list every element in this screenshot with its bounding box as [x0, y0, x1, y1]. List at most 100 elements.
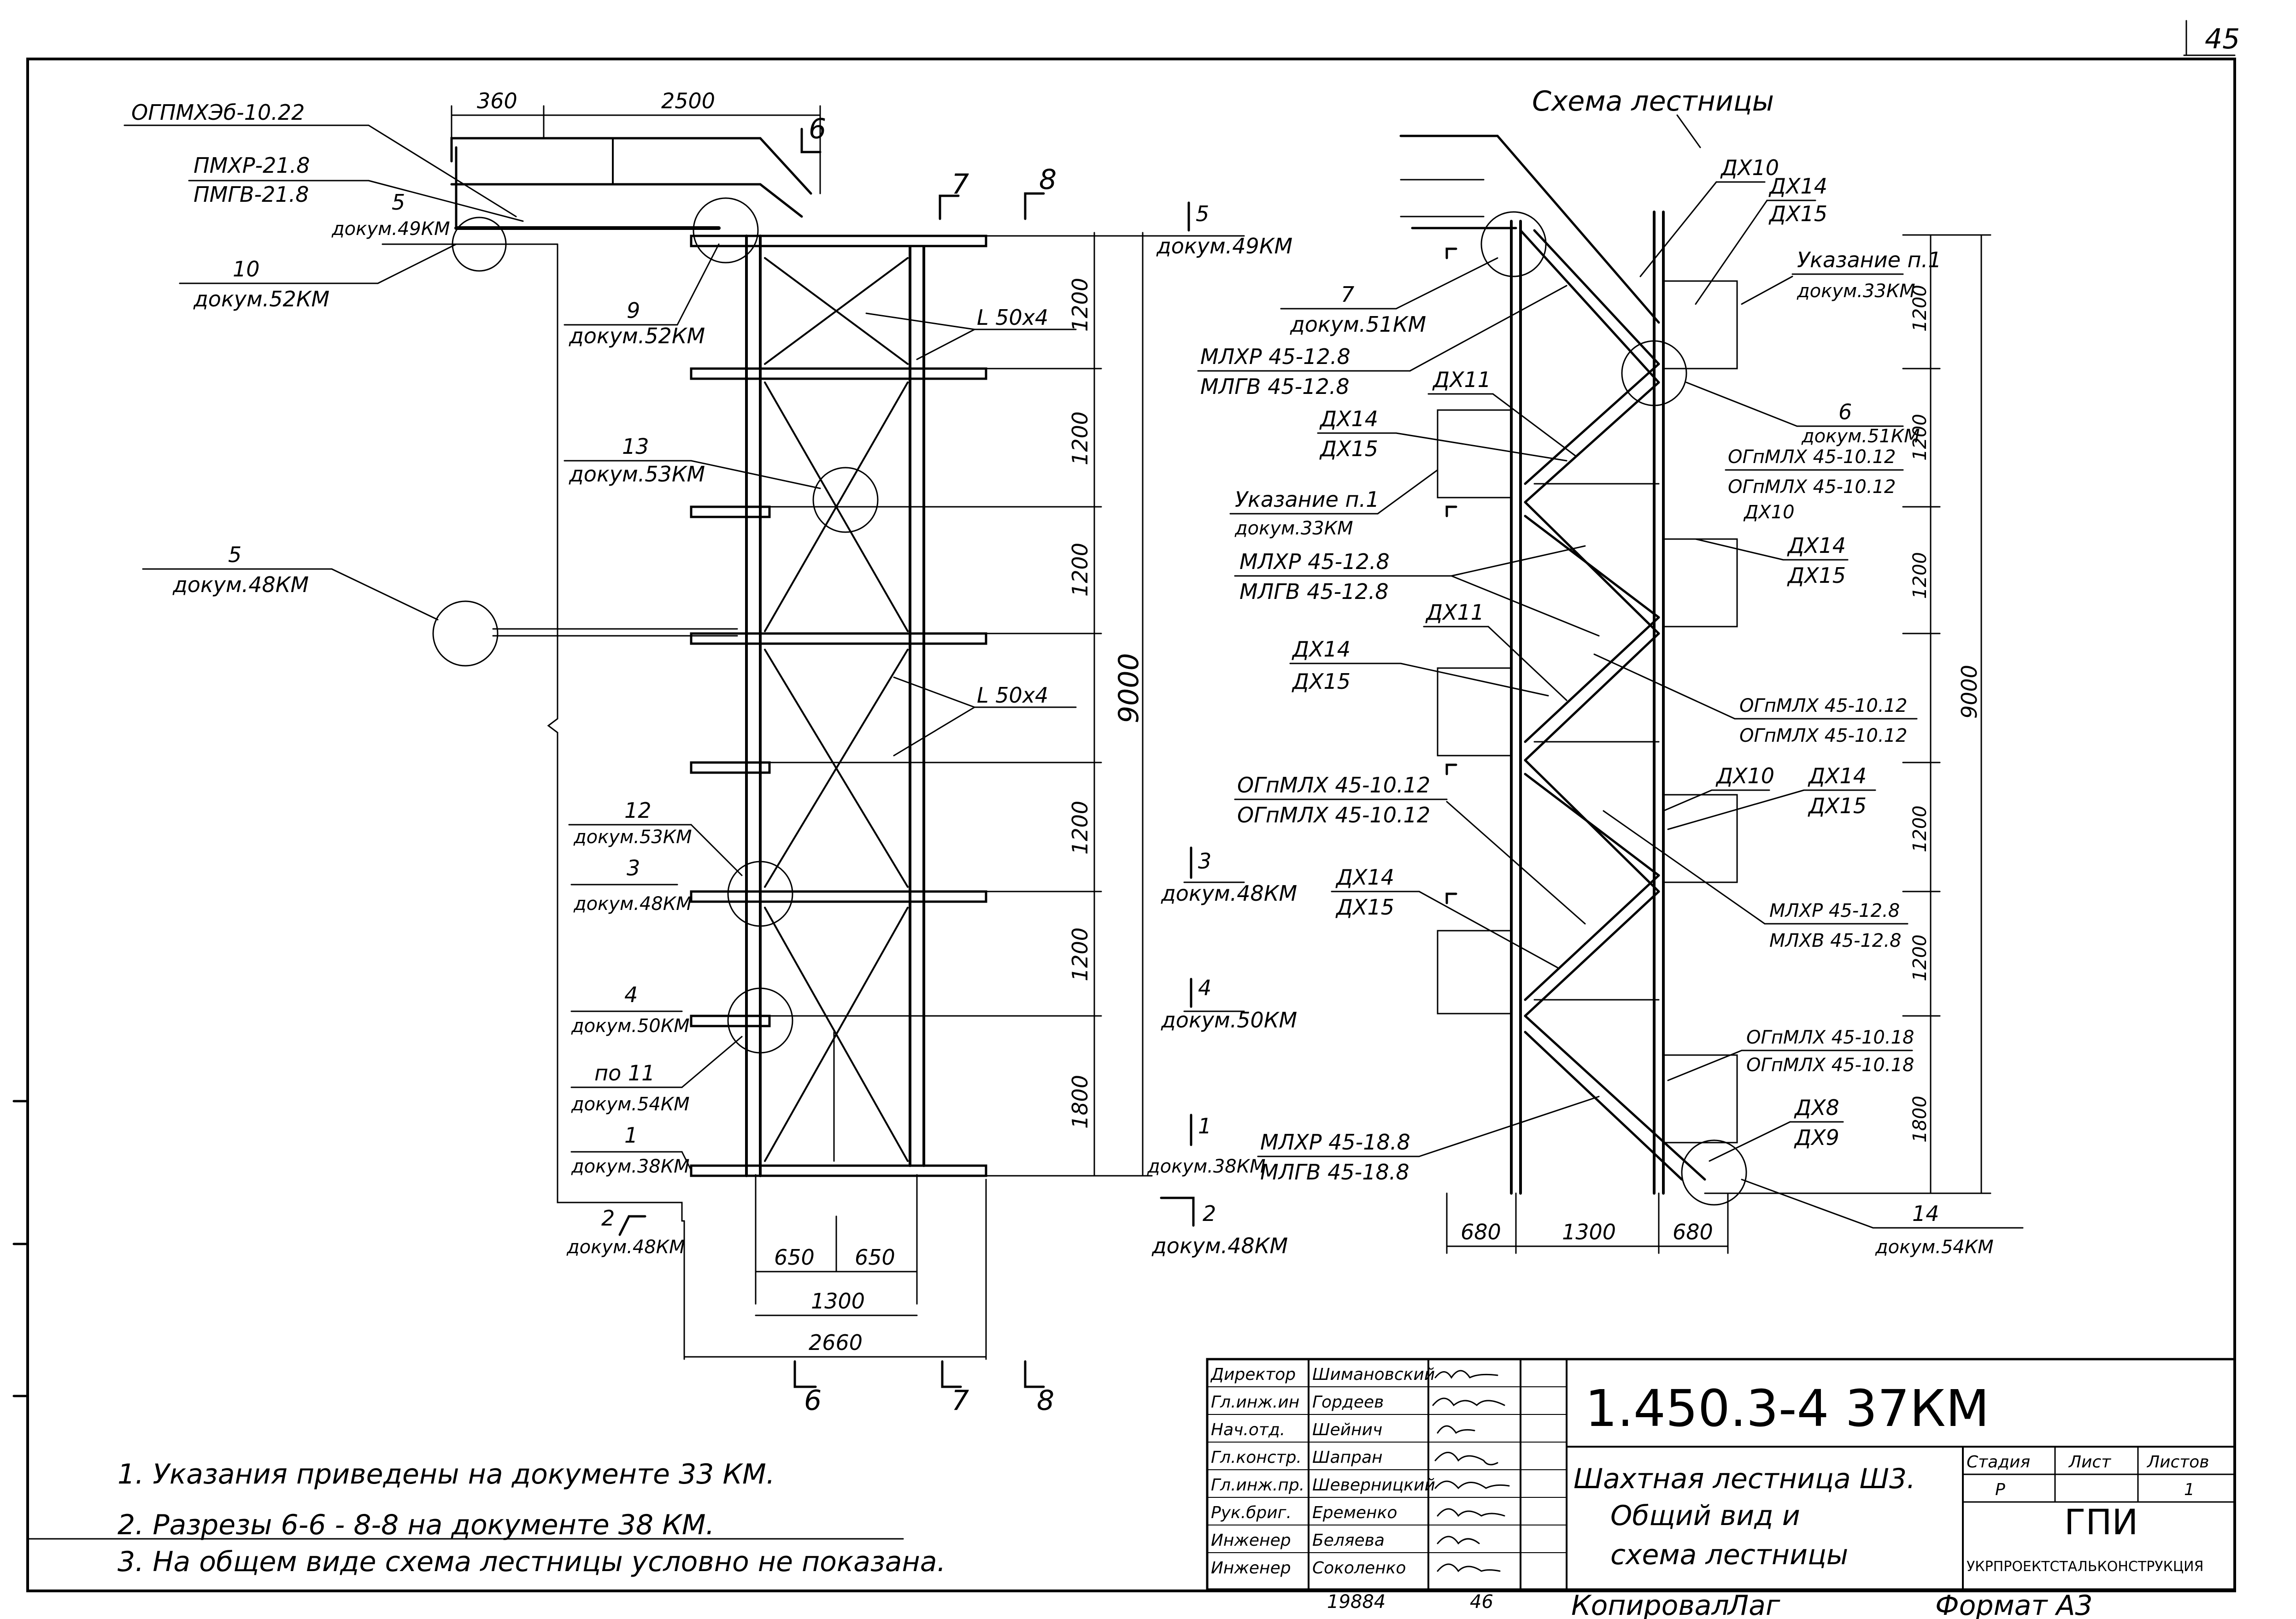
s-callout-6-a: 6 — [1838, 399, 1852, 424]
s-callout-dx14-r1-a: ДХ14 — [1768, 174, 1827, 199]
s-callout-dx14-1-a: ДХ14 — [1319, 406, 1378, 431]
s-callout-dx11-2: ДХ11 — [1425, 600, 1484, 625]
stage-value: Р — [1995, 1480, 2005, 1499]
s-callout-ukaz2-a: Указание п.1 — [1797, 247, 1942, 272]
inv-number: 19884 — [1327, 1591, 1386, 1613]
callout-13-a: 13 — [622, 434, 649, 459]
top-dimensions: 360 2500 — [451, 88, 821, 194]
sheets-header: Листов — [2146, 1453, 2209, 1472]
tb-name-2: Шейнич — [1312, 1420, 1382, 1439]
schema-callouts-right: ДХ10 ДХ14 ДХ15 Указание п.1 докум.33КМ 6… — [1593, 155, 2024, 1258]
bottom-dimensions: 650 650 1300 2660 — [681, 1174, 987, 1360]
note-1: 1. Указания приведены на документе 33 КМ… — [117, 1458, 775, 1490]
vdim-1: 1200 — [1068, 278, 1092, 332]
s-callout-dx14-r1-b: ДХ15 — [1768, 201, 1827, 226]
detail-circles — [432, 197, 879, 1054]
dim-top-360: 360 — [477, 88, 517, 113]
s-vdim-3: 1200 — [1909, 552, 1931, 599]
tb-role-3: Гл.констр. — [1211, 1448, 1302, 1467]
ref-2-b: докум.48КМ — [1151, 1233, 1288, 1258]
callout-9-a: 9 — [627, 298, 640, 323]
tb-name-7: Соколенко — [1312, 1559, 1406, 1578]
callout-5-a: 5 — [392, 190, 405, 215]
tb-role-6: Инженер — [1211, 1531, 1291, 1550]
tb-role-7: Инженер — [1211, 1559, 1291, 1578]
document-code: 1.450.3-4 37КМ — [1585, 1379, 1989, 1438]
sheets-value: 1 — [2184, 1480, 2195, 1499]
s-vdim-1: 1200 — [1909, 285, 1931, 332]
s-vdim-total: 9000 — [1957, 665, 1982, 719]
bdim-650-right: 650 — [855, 1245, 895, 1270]
s-callout-ogp3-b: ОГпМЛХ 45-10.12 — [1739, 725, 1907, 746]
s-vdim-4: 1200 — [1909, 805, 1931, 852]
ref-5-a: 5 — [1196, 201, 1209, 226]
s-callout-mlxr1-b: МЛГВ 45-12.8 — [1200, 374, 1350, 399]
s-callout-mlxr4-a: МЛХР 45-12.8 — [1769, 900, 1900, 921]
angle-label-mid: L 50х4 — [977, 683, 1048, 708]
section-6-top: 6 — [809, 113, 826, 145]
main-view: 360 2500 6 7 8 6 7 8 ОГПМХЭб-10.22 ПМХР-… — [123, 88, 1297, 1417]
s-callout-ogp4-a: ОГпМЛХ 45-10.18 — [1746, 1027, 1914, 1048]
callout-12-a: 12 — [624, 798, 652, 823]
s-callout-dx14-r2-a: ДХ14 — [1787, 533, 1846, 558]
s-callout-mlxr3-a: МЛХР 45-18.8 — [1260, 1130, 1410, 1155]
bracing — [764, 257, 909, 1162]
s-callout-6-b: докум.51КМ — [1801, 426, 1920, 447]
callout-1-b: докум.38КМ — [571, 1156, 690, 1177]
title-line-3: схема лестницы — [1610, 1539, 1848, 1571]
s-callout-mlxr1-a: МЛХР 45-12.8 — [1200, 344, 1351, 369]
section-marks: 6 7 8 6 7 8 — [793, 113, 1057, 1417]
ref-1-a: 1 — [1198, 1114, 1211, 1138]
tb-name-3: Шапран — [1312, 1448, 1383, 1467]
sheet-frame: 45 — [26, 20, 2240, 1592]
s-callout-mlxr2-a: МЛХР 45-12.8 — [1239, 549, 1390, 574]
s-callout-dx14-r3-b: ДХ15 — [1808, 793, 1867, 818]
bdim-2660: 2660 — [809, 1330, 863, 1355]
schema-callouts-left: 7 докум.51КМ МЛХР 45-12.8 МЛГВ 45-12.8 Д… — [1197, 257, 1600, 1185]
s-bdim-1300: 1300 — [1562, 1220, 1616, 1244]
bdim-650-left: 650 — [774, 1245, 815, 1270]
s-callout-dx10-3: ДХ10 — [1715, 763, 1774, 788]
s-callout-dx11-1: ДХ11 — [1432, 367, 1491, 392]
copied-sign: Лаг — [1727, 1590, 1780, 1619]
title-line-1: Шахтная лестница Ш3. — [1574, 1463, 1915, 1495]
sheet-header: Лист — [2068, 1453, 2111, 1472]
s-callout-ukaz2-b: докум.33КМ — [1797, 281, 1915, 302]
s-callout-ogp4-b: ОГпМЛХ 45-10.18 — [1746, 1055, 1914, 1076]
s-callout-dx14-2-a: ДХ14 — [1292, 637, 1351, 662]
s-callout-ukaz1-a: Указание п.1 — [1235, 487, 1380, 512]
s-callout-14-b: докум.54КМ — [1875, 1237, 1994, 1258]
s-callout-dx8-a: ДХ8 — [1794, 1095, 1839, 1120]
main-right-refs: 5 докум.49КМ 3 докум.48КМ 4 докум.50КМ 1… — [1137, 201, 1297, 1258]
vdim-3: 1200 — [1068, 543, 1092, 597]
callout-ogp: ОГПМХЭб-10.22 — [131, 100, 305, 125]
tb-name-1: Гордеев — [1312, 1393, 1384, 1412]
tb-role-4: Гл.инж.пр. — [1211, 1476, 1304, 1495]
s-callout-ogp1-b: ОГпМЛХ 45-10.12 — [1237, 803, 1430, 827]
s-callout-mlxr2-b: МЛГВ 45-12.8 — [1239, 579, 1389, 604]
ref-1-b: докум.38КМ — [1147, 1156, 1266, 1177]
callout-4-a: 4 — [624, 982, 638, 1007]
tb-role-1: Гл.инж.ин — [1211, 1393, 1299, 1412]
callout-2-b: докум.48КМ — [566, 1237, 685, 1258]
callout-5-48-b: докум.48КМ — [172, 572, 309, 597]
s-callout-ukaz1-b: докум.33КМ — [1234, 518, 1353, 539]
ref-5-b: докум.49КМ — [1156, 234, 1292, 258]
stair-schema: Схема лестницы — [1197, 85, 2024, 1258]
title-line-2: Общий вид и — [1610, 1500, 1800, 1532]
schema-bottom-dims: 680 1300 680 — [1446, 1192, 1729, 1254]
s-callout-7-a: 7 — [1341, 282, 1354, 307]
org-full: УКРПРОЕКТСТАЛЬКОНСТРУКЦИЯ — [1967, 1559, 2203, 1575]
callout-4-b: докум.50КМ — [571, 1015, 690, 1037]
format-label: Формат А3 — [1935, 1590, 2093, 1619]
callout-1-a: 1 — [624, 1123, 638, 1148]
section-8-top: 8 — [1039, 164, 1057, 196]
vdim-total: 9000 — [1113, 653, 1145, 723]
s-callout-dx10-1: ДХ10 — [1720, 155, 1779, 180]
s-vdim-2: 1200 — [1909, 414, 1931, 461]
corner-sheet-number: 45 — [2205, 23, 2240, 55]
schema-title: Схема лестницы — [1532, 85, 1774, 117]
bdim-1300: 1300 — [811, 1289, 865, 1314]
signatures — [1432, 1370, 1510, 1572]
ref-2-a: 2 — [1203, 1201, 1216, 1226]
